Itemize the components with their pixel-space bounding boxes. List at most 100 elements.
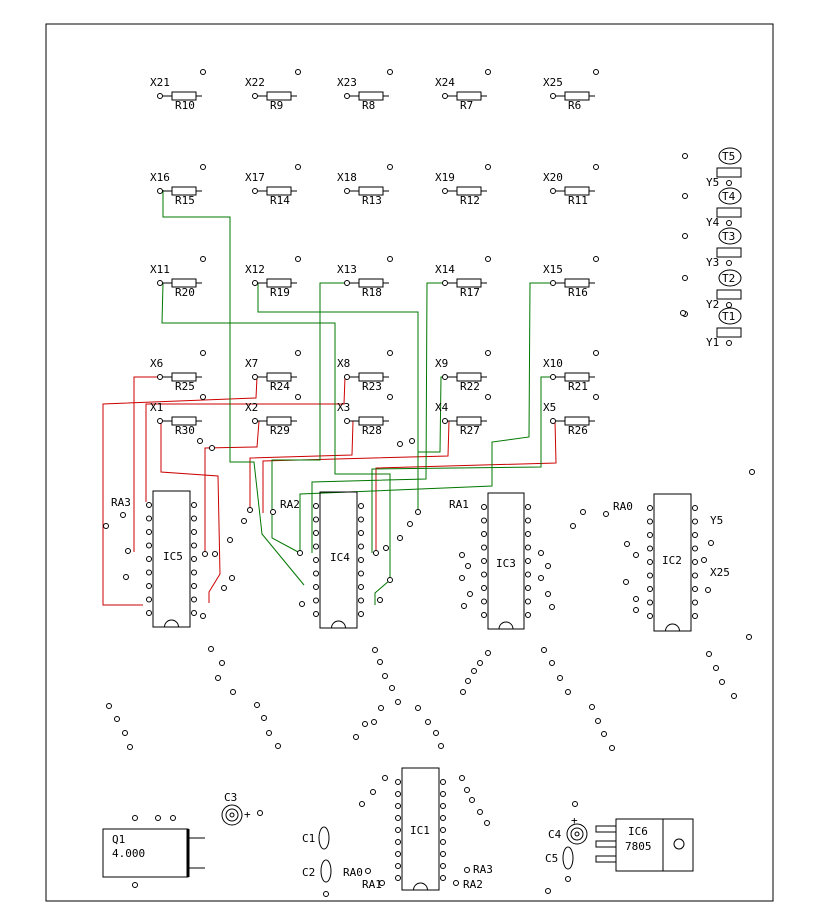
via-hole	[467, 591, 473, 597]
x-pad-label: X3	[337, 401, 350, 414]
via-hole	[465, 563, 471, 569]
pad-x1	[157, 418, 163, 424]
via-hole	[593, 394, 599, 400]
pad-x12	[252, 280, 258, 286]
via-hole	[230, 689, 236, 695]
via-hole	[353, 734, 359, 740]
via-hole	[387, 164, 393, 170]
capacitor-c5: C5	[545, 846, 574, 894]
via-hole	[221, 585, 227, 591]
ic2-y-label: Y5	[710, 514, 723, 527]
resistor-label: R9	[270, 99, 283, 112]
via-hole	[297, 550, 303, 556]
via-hole	[387, 256, 393, 262]
x-pad-label: X19	[435, 171, 455, 184]
c3-label: C3	[224, 791, 237, 804]
via-hole	[372, 647, 378, 653]
x-pad-label: X23	[337, 76, 357, 89]
via-hole	[549, 604, 555, 610]
capacitor-c2: C2	[302, 859, 332, 897]
resistor-label: R6	[568, 99, 581, 112]
via-hole	[197, 438, 203, 444]
pad-x16	[157, 188, 163, 194]
green-trace	[162, 190, 305, 586]
via-hole	[377, 659, 383, 665]
ic1-ra0-label: RA0	[343, 866, 363, 879]
pad-x11	[157, 280, 163, 286]
via-hole	[382, 775, 388, 781]
x-pad-label: X10	[543, 357, 563, 370]
red-trace	[145, 376, 346, 502]
via-hole	[387, 577, 393, 583]
via-hole	[538, 575, 544, 581]
y-pad-label: Y4	[706, 216, 720, 229]
crystal-q1: Q1 4.000	[102, 815, 205, 888]
traces	[102, 190, 557, 606]
via-hole	[545, 563, 551, 569]
via-hole	[453, 880, 459, 886]
pad-x17	[252, 188, 258, 194]
via-hole	[460, 689, 466, 695]
ic2-x-label: X25	[710, 566, 730, 579]
via-hole	[485, 394, 491, 400]
red-trace	[204, 420, 260, 555]
green-trace	[311, 282, 447, 553]
resistor-label: R20	[175, 286, 195, 299]
via-hole	[682, 233, 688, 239]
via-hole	[484, 820, 490, 826]
transistor-label: T2	[722, 272, 735, 285]
pad-x19	[442, 188, 448, 194]
ic4-ra-label: RA2	[280, 498, 300, 511]
via-hole	[219, 660, 225, 666]
via-hole	[726, 180, 732, 186]
pad-x22	[252, 93, 258, 99]
via-hole	[593, 69, 599, 75]
via-hole	[485, 350, 491, 356]
via-hole	[545, 591, 551, 597]
via-hole	[749, 469, 755, 475]
via-hole	[106, 703, 112, 709]
via-hole	[570, 523, 576, 529]
via-holes	[103, 310, 755, 886]
pad-x14	[442, 280, 448, 286]
x-pad-label: X15	[543, 263, 563, 276]
via-hole	[407, 521, 413, 527]
via-hole	[409, 438, 415, 444]
y-pad-label: Y5	[706, 176, 719, 189]
via-hole	[485, 69, 491, 75]
via-hole	[459, 575, 465, 581]
via-hole	[254, 702, 260, 708]
via-hole	[471, 668, 477, 674]
via-hole	[295, 164, 301, 170]
ic5-label: IC5	[163, 550, 183, 563]
via-hole	[633, 607, 639, 613]
x-pad-label: X24	[435, 76, 455, 89]
via-hole	[593, 164, 599, 170]
crystal-name: Q1	[112, 833, 125, 846]
resistor-label: R22	[460, 380, 480, 393]
c4-label: C4	[548, 828, 562, 841]
resistor-label: R26	[568, 424, 588, 437]
c2-label: C2	[302, 866, 315, 879]
pad-x24	[442, 93, 448, 99]
via-hole	[459, 775, 465, 781]
pad-x13	[344, 280, 350, 286]
via-hole	[122, 730, 128, 736]
pad-x4	[442, 418, 448, 424]
x-pad-label: X8	[337, 357, 350, 370]
green-trace	[371, 376, 556, 553]
x-pad-label: X13	[337, 263, 357, 276]
capacitor-c1: C1	[302, 826, 330, 850]
resistor-label: R13	[362, 194, 382, 207]
via-hole	[557, 675, 563, 681]
via-hole	[295, 256, 301, 262]
board-outline	[45, 23, 774, 902]
red-trace	[375, 420, 557, 553]
via-hole	[731, 693, 737, 699]
